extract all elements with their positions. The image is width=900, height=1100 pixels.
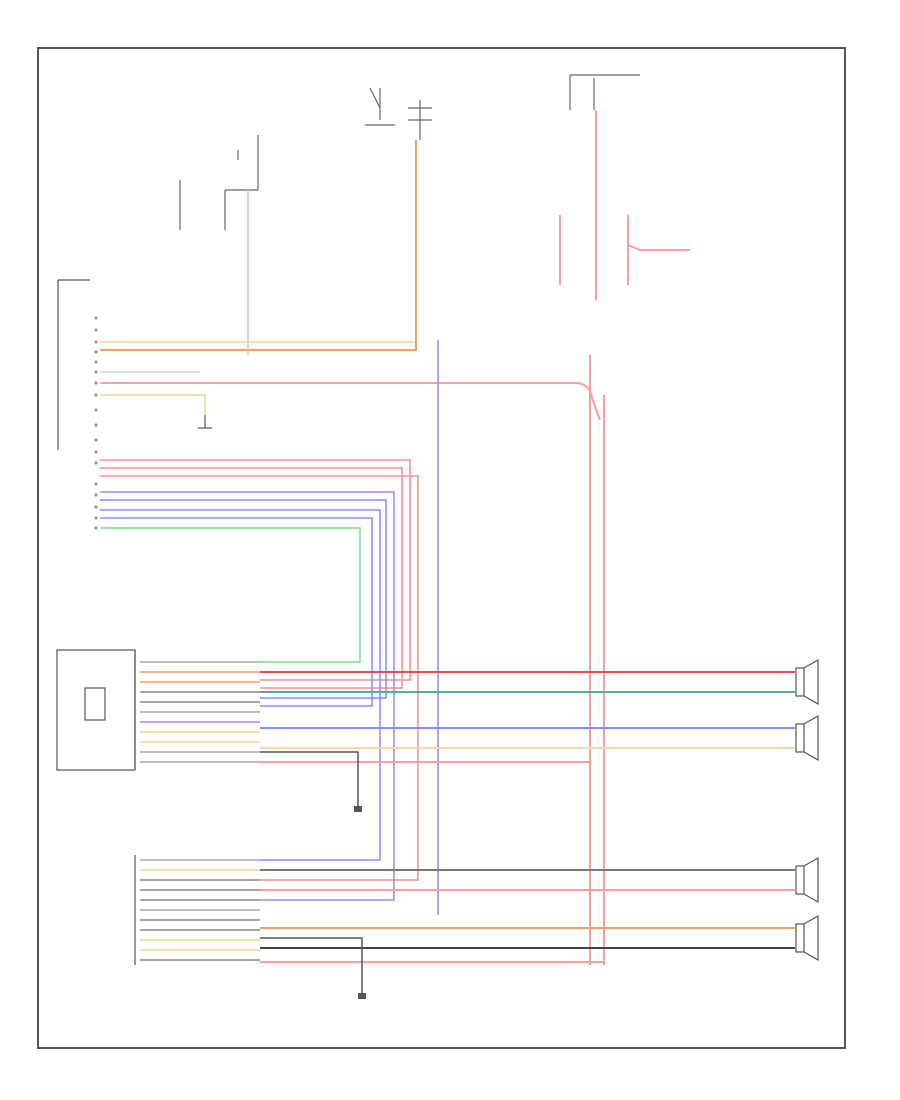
ground-left — [354, 806, 362, 812]
ignition-switch — [365, 87, 432, 140]
right-rear-speaker-icon — [795, 914, 819, 962]
wire-left-ground — [260, 751, 359, 808]
wire-red-main — [100, 382, 601, 421]
radio-pins — [94, 316, 98, 530]
left-rear-speaker-icon — [795, 714, 819, 762]
wire-red-b — [100, 467, 403, 689]
wire-yellow-ground — [100, 394, 206, 415]
radio-connector — [57, 279, 90, 450]
diagram-frame — [37, 47, 846, 1049]
right-rear-speaker-wires — [260, 869, 795, 963]
power-fuse — [569, 74, 640, 110]
right-speaker-wires — [140, 859, 260, 961]
wire-blue-d — [100, 517, 373, 707]
left-front-speaker-icon — [795, 658, 819, 706]
splice-network — [559, 215, 690, 285]
wire-blue-c — [100, 509, 381, 861]
wire-green — [100, 527, 361, 663]
right-front-speaker-icon — [795, 856, 819, 904]
wire-red-c — [100, 475, 419, 881]
wire-red-a — [100, 459, 411, 681]
wire-right-ground — [260, 937, 363, 995]
antenna-switch — [179, 135, 259, 230]
wire-blue-b — [100, 499, 387, 699]
ground-right — [358, 993, 366, 999]
left-rear-speaker-wires — [260, 671, 795, 763]
wire-ignition-feed — [100, 140, 417, 351]
wire-blue-a — [100, 491, 395, 901]
left-speaker-icon — [84, 687, 106, 721]
ground-symbol-top — [198, 415, 212, 429]
left-speaker-wires — [140, 661, 260, 763]
